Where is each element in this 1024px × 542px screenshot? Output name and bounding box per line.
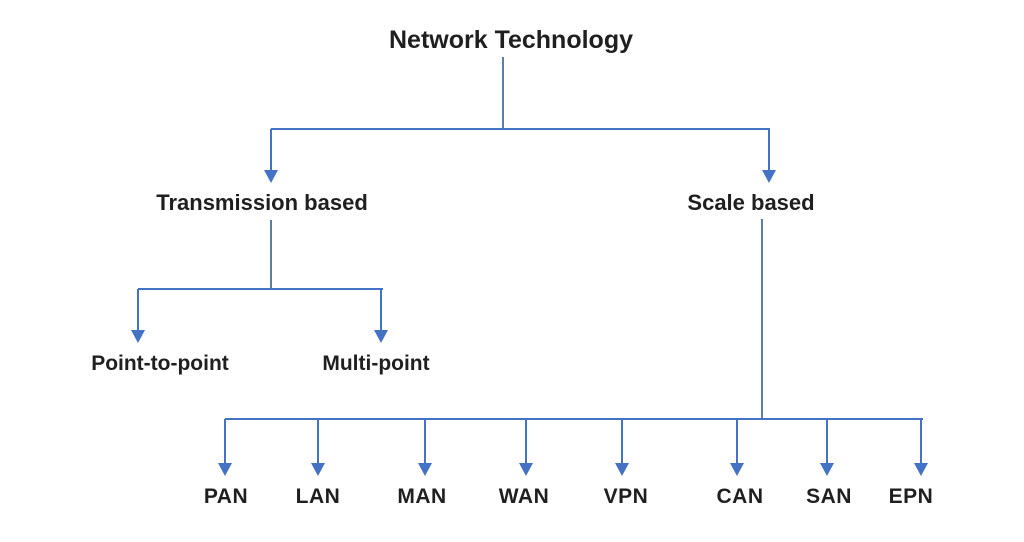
edge-arrow-lan-stem [317,419,319,463]
arrow-down-pan-icon [218,463,232,476]
arrow-down-wan-icon [519,463,533,476]
edge-arrow-vpn-stem [621,419,623,463]
node-scale-based: Scale based [687,190,815,215]
arrow-down-multipoint-icon [374,330,388,343]
node-pan: PAN [203,485,249,508]
node-epn: EPN [888,485,934,508]
arrow-down-san-icon [820,463,834,476]
arrow-down-can-icon [730,463,744,476]
edge-level1-bar [271,128,770,130]
edge-arrow-wan-stem [525,419,527,463]
node-man: MAN [397,485,447,508]
edge-level3-bar [225,418,923,420]
node-point-to-point: Point-to-point [91,352,229,375]
edge-arrow-man-stem [424,419,426,463]
edge-level2-bar [138,288,383,290]
edge-scale-stem [761,219,763,419]
arrow-down-scale-icon [762,170,776,183]
edge-arrow-san-stem [826,419,828,463]
arrow-down-lan-icon [311,463,325,476]
edge-arrow-pan-stem [224,419,226,463]
node-multi-point: Multi-point [322,352,430,375]
arrow-down-transmission-icon [264,170,278,183]
node-san: SAN [806,485,852,508]
node-vpn: VPN [603,485,649,508]
node-wan: WAN [498,485,550,508]
arrow-down-vpn-icon [615,463,629,476]
edge-arrow-transmission-stem [270,129,272,171]
edge-transmission-stem [270,220,272,289]
edge-arrow-multipoint-stem [380,289,382,331]
node-can: CAN [716,485,764,508]
node-lan: LAN [295,485,341,508]
edge-root-stem [502,57,504,129]
arrow-down-p2p-icon [131,330,145,343]
edge-arrow-p2p-stem [137,289,139,331]
node-transmission-based: Transmission based [156,190,368,215]
arrow-down-man-icon [418,463,432,476]
edge-arrow-scale-stem [768,129,770,171]
node-network-technology: Network Technology [388,26,633,54]
edge-arrow-can-stem [736,419,738,463]
arrow-down-epn-icon [914,463,928,476]
edge-arrow-epn-stem [920,419,922,463]
